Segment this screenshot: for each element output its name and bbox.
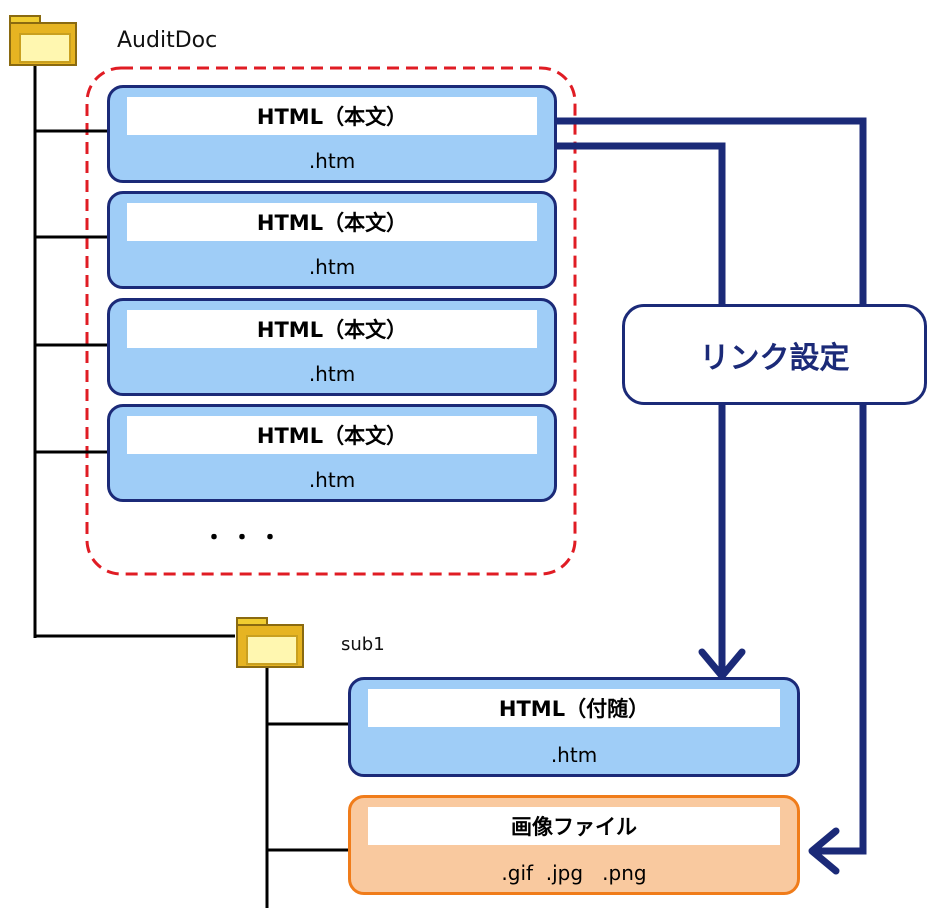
file-extension: .htm (308, 362, 356, 386)
folder-icon (9, 15, 77, 66)
link-arrow-head-image (808, 827, 840, 875)
file-extension: .htm (308, 149, 356, 173)
main-files-group-boundary (85, 66, 577, 576)
file-title: HTML（本文） (127, 97, 537, 135)
file-title: HTML（付随） (368, 689, 780, 727)
html-main-file-box: HTML（本文） .htm (107, 298, 557, 396)
file-title: HTML（本文） (127, 203, 537, 241)
image-file-box: 画像ファイル .gif .jpg .png (348, 795, 800, 895)
file-extension: .htm (550, 743, 598, 767)
link-arrow-head-html (698, 648, 746, 680)
html-attached-file-box: HTML（付随） .htm (348, 677, 800, 777)
folder-icon (236, 617, 304, 668)
file-title: HTML（本文） (127, 416, 537, 454)
link-setting-label: リンク設定 (622, 304, 927, 405)
file-title: HTML（本文） (127, 310, 537, 348)
link-arrow-to-html (557, 142, 726, 676)
file-extension: .htm (308, 255, 356, 279)
file-extension: .gif .jpg .png (501, 861, 647, 885)
more-files-ellipsis: ・・・ (202, 526, 287, 551)
html-main-file-box: HTML（本文） .htm (107, 191, 557, 289)
link-arrow-to-image (557, 117, 867, 855)
root-folder-label: AuditDoc (117, 28, 218, 53)
sub1-folder-label: sub1 (341, 634, 385, 655)
file-extension: .htm (308, 468, 356, 492)
html-main-file-box: HTML（本文） .htm (107, 404, 557, 502)
file-title: 画像ファイル (368, 807, 780, 845)
html-main-file-box: HTML（本文） .htm (107, 85, 557, 183)
